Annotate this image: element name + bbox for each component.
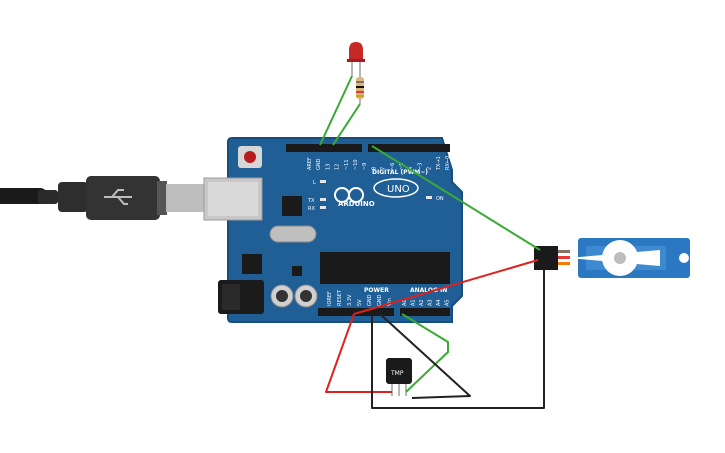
- analog-pin-label: A4: [436, 299, 442, 306]
- led-label-l: L: [313, 180, 316, 186]
- power-header-label: POWER: [364, 287, 389, 294]
- analog-pin-label: A3: [428, 299, 434, 306]
- wire-black-sensor: [379, 313, 471, 399]
- digital-pin-label: 4: [408, 167, 414, 170]
- wire-black-servo: [371, 270, 545, 409]
- digital-header-label: DIGITAL (PWM~): [372, 169, 428, 176]
- power-pin-label: IOREF: [327, 291, 333, 306]
- digital-pin-label: AREF: [307, 157, 313, 170]
- digital-pin-label: ~9: [362, 163, 368, 170]
- power-pin-label: GND: [377, 294, 383, 306]
- wire-green-resistor: [332, 103, 361, 146]
- digital-pin-label: TX→1: [436, 156, 442, 171]
- analog-pin-label: A2: [419, 299, 425, 306]
- wire-red-sensor: [325, 313, 392, 393]
- digital-pin-label: ~6: [390, 163, 396, 170]
- digital-pin-label: 13: [325, 164, 331, 170]
- power-pin-label: Vin: [387, 298, 393, 306]
- wire-green-servo: [371, 145, 541, 251]
- digital-pin-label: RX←0: [445, 156, 451, 170]
- wire-green-led: [319, 75, 353, 146]
- board-text: ARDUINO UNO DIGITAL (PWM~) POWER ANALOG …: [307, 169, 447, 294]
- on-label: ON: [436, 196, 444, 202]
- reset-button: [244, 151, 256, 163]
- led-label-rx: RX: [308, 206, 315, 212]
- power-pin-label: GND: [367, 294, 373, 306]
- usb-cable[interactable]: [0, 176, 206, 220]
- digital-pin-label: GND: [316, 158, 322, 170]
- temperature-sensor[interactable]: TMP: [386, 358, 412, 396]
- digital-pin-label: 7: [381, 167, 387, 170]
- usb-icon: [104, 189, 132, 205]
- digital-pin-label: ~11: [344, 159, 350, 170]
- analog-pin-label: A0: [402, 299, 408, 306]
- digital-pin-label: ~10: [353, 159, 359, 170]
- digital-pin-label: 8: [371, 167, 377, 170]
- digital-pin-label: ~3: [417, 163, 423, 170]
- wire-green-sensor: [401, 313, 449, 393]
- wire-red-servo: [353, 259, 539, 315]
- led-label-tx: TX: [307, 198, 315, 204]
- power-pin-label: 3.3V: [347, 294, 353, 306]
- analog-pin-label: A1: [411, 299, 417, 306]
- brand-label: ARDUINO: [338, 200, 375, 208]
- wires: [319, 75, 545, 409]
- power-pin-label: RESET: [337, 289, 343, 306]
- model-label: UNO: [387, 184, 410, 195]
- digital-pin-label: ~5: [399, 163, 405, 170]
- power-pin-label: 5V: [357, 299, 363, 306]
- analog-header-label: ANALOG IN: [410, 287, 447, 294]
- servo-motor[interactable]: [534, 238, 690, 278]
- power-pin-labels: IOREF RESET 3.3V 5V GND GND Vin: [327, 289, 393, 306]
- sensor-label: TMP: [390, 370, 404, 377]
- digital-pin-label: 2: [427, 167, 433, 170]
- red-led[interactable]: [347, 42, 365, 76]
- analog-pin-label: A5: [445, 299, 451, 306]
- resistor[interactable]: [356, 72, 364, 104]
- digital-pin-label: 12: [335, 164, 341, 170]
- arduino-board[interactable]: [203, 137, 463, 323]
